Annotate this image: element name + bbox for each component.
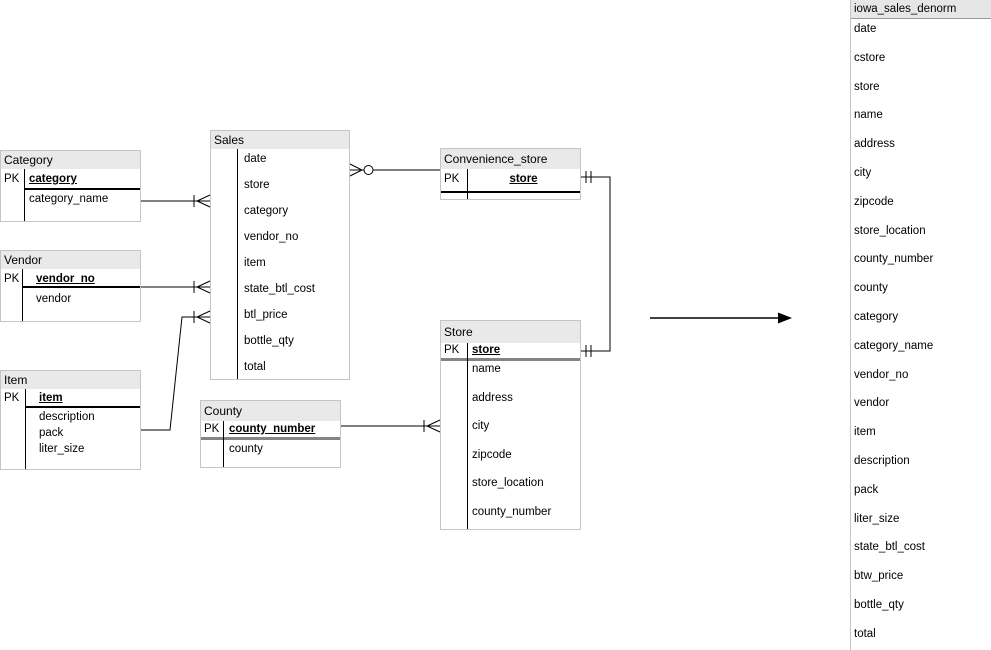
pk-field-name: vendor_no [36,273,95,285]
relationship-vendor-sales[interactable] [141,280,211,294]
field-row: county [229,443,263,455]
denorm-field-row: zipcode [854,195,894,208]
denorm-field-row: category [854,310,899,323]
denorm-field-row: county_number [854,253,934,266]
pk-separator [25,188,140,190]
pk-divider [22,269,23,321]
field-row: address [472,391,513,404]
pk-divider [467,343,468,529]
entity-title: Sales [211,131,349,149]
field-row: category [244,205,289,217]
pk-divider [467,169,468,199]
pk-field-name: county_number [229,423,316,435]
denormalization-arrow [650,312,792,324]
denorm-field-row: btw_price [854,570,904,583]
pk-field-name: store [509,173,538,185]
denorm-field-row: liter_size [854,512,900,525]
field-row: btl_price [244,309,288,321]
field-row: liter_size [39,443,85,455]
field-row: city [472,420,490,433]
denorm-field-row: description [854,454,910,467]
pk-row: PK county_number [201,421,340,437]
entity-title: Category [1,151,140,169]
field-row: name [472,363,501,375]
pk-separator [23,286,140,288]
pk-row: PK store [441,343,580,358]
denorm-field-row: vendor [854,397,890,410]
denorm-field-row: name [854,109,883,122]
pk-divider [25,389,26,469]
pk-field-name: item [39,392,63,404]
denorm-field-row: cstore [854,51,886,64]
field-row: vendor_no [244,231,299,243]
pk-row: PK category [1,169,140,188]
pk-field-name: store [472,344,501,356]
pk-divider [237,149,238,379]
field-row: pack [39,427,64,439]
denorm-field-row: county [854,282,888,295]
denorm-field-row: address [854,138,895,151]
field-row: item [244,257,266,269]
field-row: bottle_qty [244,335,294,347]
entity-category[interactable]: Category PK category category_name [0,150,141,222]
pk-field-name: category [29,173,77,185]
field-row: vendor [36,293,72,305]
pk-separator [441,358,580,361]
denorm-field-row: bottle_qty [854,598,904,611]
denorm-title: iowa_sales_denorm [851,0,991,19]
entity-title: County [201,401,340,421]
field-row: state_btl_cost [244,283,315,295]
pk-label: PK [4,173,20,185]
relationship-county-store[interactable] [341,419,441,433]
field-row: store [244,179,270,191]
field-row: store_location [472,477,544,490]
denorm-field-row: item [854,426,876,439]
denorm-field-list[interactable]: iowa_sales_denorm date cstore store name add… [850,0,991,650]
field-row: zipcode [472,448,512,461]
entity-store[interactable]: Store PK store name address city zipcode store… [440,320,581,530]
pk-separator [26,406,140,408]
pk-divider [223,421,224,467]
denorm-field-row: city [854,166,872,179]
denorm-field-row: pack [854,483,879,496]
entity-title: Store [441,321,580,343]
field-row: county_number [472,505,552,518]
entity-title: Vendor [1,251,140,269]
denorm-field-row: total [854,627,876,640]
pk-row: PK vendor_no [1,269,140,286]
relationship-sales-convenience-store[interactable] [349,163,440,177]
pk-divider [24,169,25,221]
pk-label: PK [444,344,460,356]
field-row: date [244,153,267,165]
entity-item[interactable]: Item PK item description pack liter_size [0,370,141,470]
field-row: total [244,361,266,373]
pk-label: PK [4,273,20,285]
denorm-field-row: category_name [854,339,934,352]
entity-convenience-store[interactable]: Convenience_store PK store [440,148,581,200]
pk-label: PK [4,392,20,404]
relationship-convenience-store-store[interactable] [581,171,611,357]
pk-label: PK [204,423,220,435]
pk-row: PK store [441,169,580,191]
pk-separator [441,191,580,193]
denorm-field-row: state_btl_cost [854,541,925,554]
relationship-category-sales[interactable] [141,194,211,208]
denorm-field-row: vendor_no [854,368,909,381]
denorm-field-row: date [854,23,877,35]
entity-title: Item [1,371,140,389]
entity-title: Convenience_store [441,149,580,169]
denorm-field-row: store_location [854,224,926,237]
pk-label: PK [444,173,460,185]
pk-row: PK item [1,389,140,406]
pk-separator [201,437,340,440]
denorm-field-row: store [854,80,880,93]
field-row: description [39,411,95,423]
field-row: category_name [29,193,109,205]
